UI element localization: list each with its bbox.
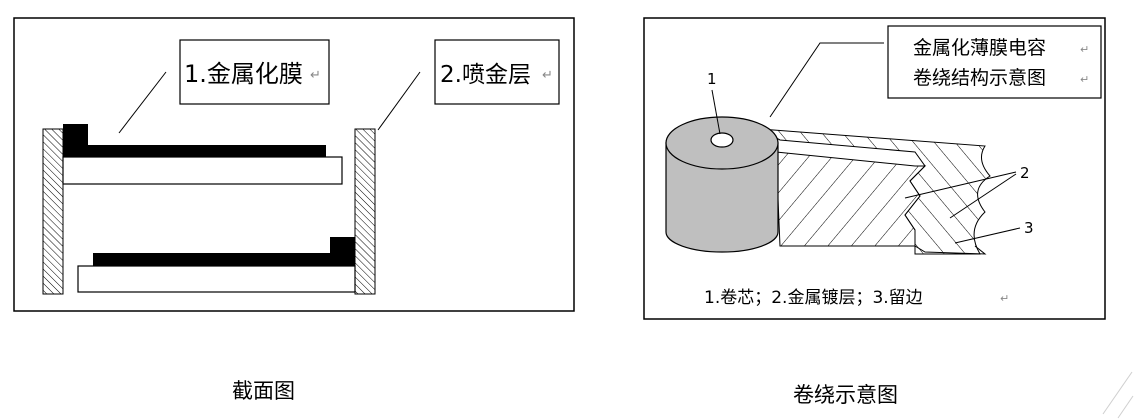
right-spray-gold-layer <box>354 128 376 295</box>
caption-winding: 卷绕示意图 <box>793 383 898 407</box>
title-line1: 金属化薄膜电容 <box>913 37 1046 59</box>
left-panel-border <box>13 17 575 312</box>
metal-coating-strip-near <box>775 151 927 247</box>
cross-section-panel: 1.金属化膜 ↵ 2.喷金层 ↵ <box>13 17 575 312</box>
label-num-2: 2 <box>1020 164 1030 182</box>
return-mark: ↵ <box>1080 43 1089 56</box>
spray-gold-leader-line <box>377 71 421 131</box>
upper-metal-layer <box>63 124 326 157</box>
lower-film <box>77 265 356 293</box>
winding-core-body <box>665 142 779 253</box>
return-mark: ↵ <box>310 68 321 83</box>
winding-panel: 金属化薄膜电容 ↵ 卷绕结构示意图 ↵ 1 2 3 1.卷芯；2.金属镀层；3.… <box>643 17 1106 320</box>
lower-metal-layer <box>93 237 355 266</box>
metal-film-label: 1.金属化膜 <box>184 60 303 88</box>
margin-stripe <box>780 245 987 255</box>
return-mark: ↵ <box>542 68 553 83</box>
metal-film-label-box <box>179 39 330 105</box>
caption-cross-section: 截面图 <box>232 379 295 403</box>
spray-gold-label-box <box>434 39 560 105</box>
title-line2: 卷绕结构示意图 <box>913 67 1046 89</box>
num3-leader-line <box>954 227 1021 244</box>
corner-decoration <box>1117 395 1134 419</box>
label-num-3: 3 <box>1024 219 1034 237</box>
left-spray-gold-layer <box>42 128 64 295</box>
legend-text: 1.卷芯；2.金属镀层；3.留边 <box>704 288 923 308</box>
core-hole <box>710 132 734 148</box>
return-mark: ↵ <box>1000 292 1009 305</box>
num2-leader-line-b <box>949 173 1017 219</box>
spray-gold-label: 2.喷金层 <box>440 62 531 88</box>
title-box <box>887 25 1102 99</box>
num1-leader-line <box>711 89 721 135</box>
num2-leader-line-a <box>904 171 1017 199</box>
upper-film <box>62 156 343 185</box>
corner-decoration <box>1102 371 1133 415</box>
return-mark: ↵ <box>1080 73 1089 86</box>
label-num-1: 1 <box>707 70 717 88</box>
right-panel-border <box>643 17 1106 320</box>
title-leader-line <box>769 42 884 118</box>
metal-film-leader-line <box>118 71 167 134</box>
